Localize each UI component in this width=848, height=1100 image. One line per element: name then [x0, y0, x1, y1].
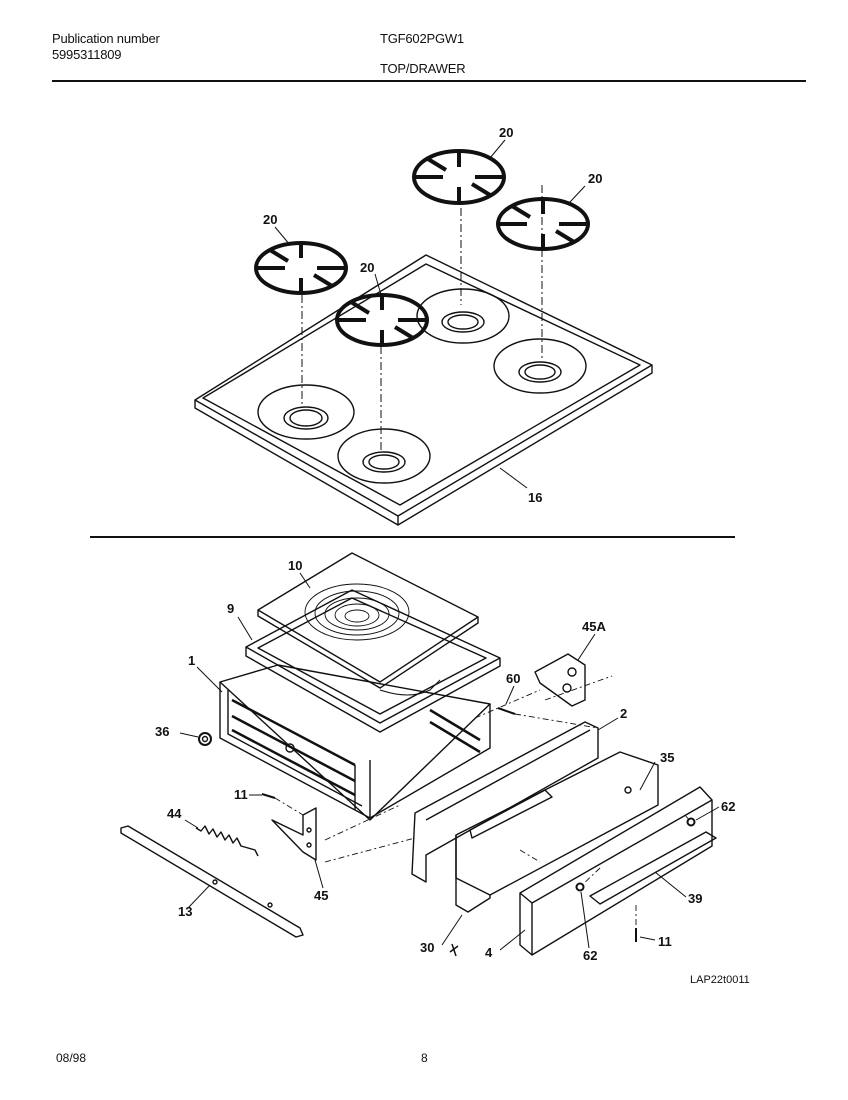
callout-bracket-45: 45	[314, 888, 328, 903]
broiler-drawer-frame	[219, 664, 491, 821]
page-number: 8	[421, 1051, 428, 1065]
publication-number: 5995311809	[52, 47, 122, 62]
callout-grate-center-back: 20	[499, 125, 513, 140]
bracket-45	[271, 807, 317, 861]
drawer-glide	[120, 825, 304, 938]
model-number: TGF602PGW1	[380, 31, 464, 46]
callout-clip-62-bottom: 62	[583, 948, 597, 963]
callout-bracket-45a: 45A	[582, 619, 606, 634]
section-title: TOP/DRAWER	[380, 61, 466, 76]
callout-spring: 44	[167, 806, 182, 821]
callout-screw-60: 60	[506, 671, 520, 686]
callout-grate-right: 20	[588, 171, 602, 186]
callout-cooktop: 16	[528, 490, 542, 505]
drawer-body	[455, 751, 659, 913]
bracket-45a	[534, 653, 586, 707]
callout-drawer-back: 35	[660, 750, 674, 765]
burner-grate-left	[254, 241, 348, 295]
callout-panel: 4	[485, 945, 493, 960]
burner-grate-center-back	[412, 149, 506, 205]
callout-trim: 39	[688, 891, 702, 906]
nut-36	[198, 732, 212, 746]
callout-glide: 13	[178, 904, 192, 919]
diagram-code: LAP22t0011	[690, 974, 750, 986]
screw-60	[497, 707, 516, 715]
callout-nut: 36	[155, 724, 169, 739]
callout-clip-62-right: 62	[721, 799, 735, 814]
callout-frame: 1	[188, 653, 195, 668]
callout-grate-left: 20	[263, 212, 277, 227]
callout-labels: 20 20 20 20 16 10 9 1 45A 60 2 36 35 11 …	[155, 125, 735, 963]
burner-grate-right	[496, 197, 590, 251]
drawer-slide	[411, 721, 599, 883]
cooktop-panel	[194, 254, 653, 526]
callout-screw-11-left: 11	[234, 787, 248, 802]
callout-slide: 2	[620, 706, 627, 721]
burner-grate-center-front	[335, 293, 429, 347]
spring-44	[195, 825, 259, 857]
callout-grate-center-front: 20	[360, 260, 374, 275]
callout-screw-11-right: 11	[658, 934, 672, 949]
publication-label: Publication number	[52, 31, 160, 46]
header-rule	[52, 80, 806, 82]
footer-date: 08/98	[56, 1051, 87, 1065]
drawer-trim	[589, 831, 717, 905]
broiler-pan-cover	[257, 552, 479, 689]
callout-drawer: 30	[420, 940, 434, 955]
callout-broil-pan: 9	[227, 601, 234, 616]
callout-pan-cover: 10	[288, 558, 302, 573]
drawer-front-panel	[519, 786, 713, 956]
broiler-pan	[245, 589, 501, 733]
